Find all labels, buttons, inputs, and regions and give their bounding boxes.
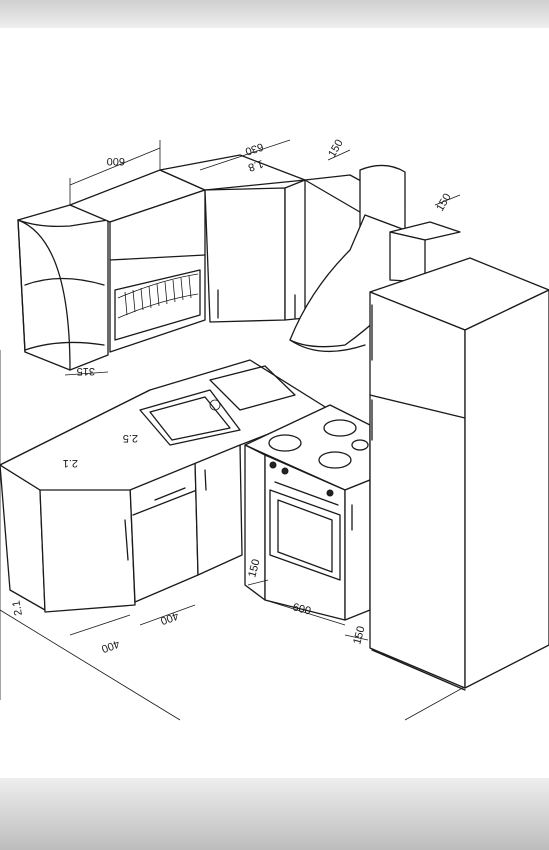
dim-oven-gap-left: 150 [246,558,262,579]
narrow-base-cabinet [344,479,371,621]
worktop-with-sink [0,359,331,491]
dim-hood-gap: 150 [326,138,346,160]
upper-cabinet-dish-rack [69,169,206,353]
dim-wall-3: 2.1 [10,599,24,616]
dim-base-cabinet: 400 [159,609,180,627]
dim-fridge-gap: 150 [434,192,454,214]
base-cabinet-drawer [129,444,243,603]
oven [244,444,346,621]
dim-upper-annotation: 1.8 [247,157,265,173]
dim-base-corner: 400 [100,637,121,655]
bottom-bar [0,778,549,850]
dim-wall-1: 2.1 [63,457,78,469]
dim-oven-gap-right: 150 [351,625,367,646]
dim-corner-cabinet: 630 [244,140,265,157]
dish-rack [117,273,199,319]
upper-corner-cabinet [159,154,306,323]
dim-open-shelf: 315 [77,365,95,377]
dimension-lines [64,139,461,641]
dim-wall-2: 2.5 [123,432,138,444]
top-bar [0,0,549,28]
open-corner-shelf [17,204,109,371]
dim-oven: 600 [291,601,312,617]
dim-upper-cabinet: 600 [107,155,125,167]
refrigerator [369,257,549,691]
